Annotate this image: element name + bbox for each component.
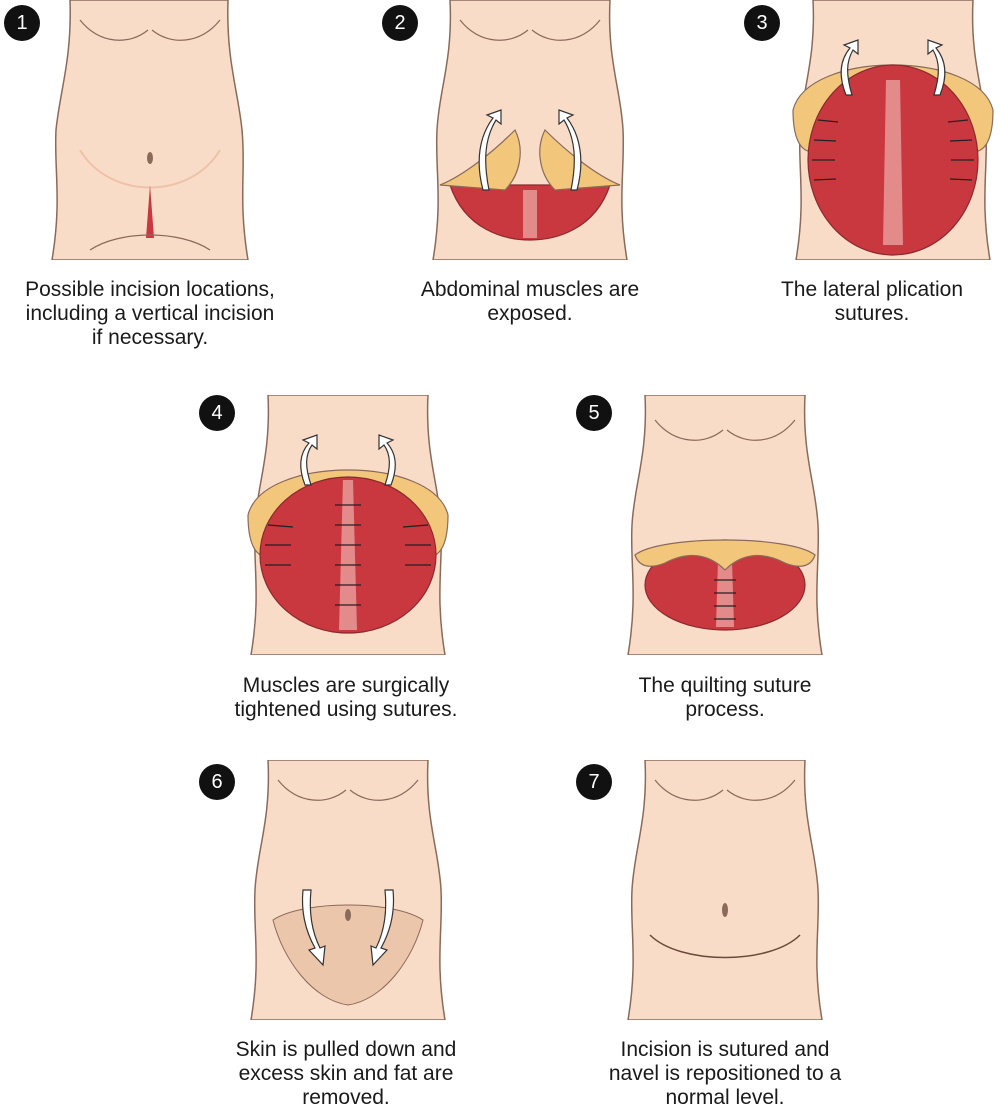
step-number-badge: 2 [382, 5, 418, 41]
caption-line: Possible incision locations, [25, 278, 275, 301]
step-number-badge: 6 [199, 764, 235, 800]
step-number-badge: 1 [4, 5, 40, 41]
linea-alba [339, 480, 357, 630]
torso-illustration [247, 395, 449, 655]
breast-line [654, 419, 796, 441]
caption-line: if necessary. [91, 326, 209, 349]
step-number-badge: 7 [576, 764, 612, 800]
caption-line: Skin is pulled down and [235, 1038, 457, 1061]
caption-line: Abdominal muscles are [420, 278, 640, 301]
caption-line: Muscles are surgically [242, 674, 450, 697]
torso-illustration [627, 760, 823, 1020]
torso-skin [51, 0, 249, 260]
step-caption: Incision is sutured and navel is reposit… [575, 1038, 875, 1110]
arrow-up-icon [378, 434, 396, 486]
arrow-down-icon [370, 889, 395, 967]
torso-illustration [250, 760, 446, 1020]
fat-flap [634, 539, 816, 571]
caption-line: normal level. [665, 1086, 785, 1109]
quilting-sutures [714, 579, 736, 620]
breast-line [79, 19, 221, 41]
arrow-up-icon [840, 39, 859, 96]
navel [722, 903, 728, 917]
caption-line: process. [685, 698, 765, 721]
caption-line: sutures. [834, 302, 910, 325]
caption-line: Incision is sutured and [620, 1038, 830, 1061]
breast-line [277, 779, 419, 801]
caption-line: including a vertical incision [25, 302, 275, 325]
skin-flap-right [539, 128, 621, 191]
torso-skin [627, 760, 823, 1020]
caption-line: The quilting suture [638, 674, 812, 697]
linea-alba [883, 80, 903, 245]
arrow-down-icon [301, 889, 326, 967]
arrow-up-icon [300, 434, 318, 486]
groin-line [89, 234, 211, 251]
skin-flap-left [439, 128, 521, 191]
breast-line [459, 19, 601, 41]
navel [345, 909, 351, 921]
caption-line: navel is repositioned to a [608, 1062, 842, 1085]
caption-line: The lateral plication [780, 278, 964, 301]
step-caption: The quilting suture process. [575, 674, 875, 722]
step-caption: Possible incision locations, including a… [0, 278, 300, 350]
breast-line [654, 779, 796, 801]
linea-alba [523, 190, 537, 238]
torso-illustration [432, 0, 628, 260]
step-caption: Abdominal muscles are exposed. [380, 278, 680, 326]
lateral-sutures [812, 119, 974, 181]
caption-line: removed. [302, 1086, 390, 1109]
step-number-badge: 5 [576, 395, 612, 431]
caption-line: exposed. [487, 302, 573, 325]
vertical-incision [146, 185, 154, 238]
torso-illustration [51, 0, 249, 260]
caption-line: excess skin and fat are [238, 1062, 454, 1085]
midline-sutures [335, 504, 361, 606]
step-caption: Skin is pulled down and excess skin and … [196, 1038, 496, 1110]
torso-illustration [627, 395, 823, 655]
sutured-incision [649, 934, 801, 959]
step-number-badge: 3 [744, 5, 780, 41]
caption-line: tightened using sutures. [234, 698, 458, 721]
torso-illustration [792, 0, 994, 260]
step-caption: Muscles are surgically tightened using s… [196, 674, 496, 722]
arrow-up-icon [478, 109, 502, 191]
arrow-up-icon [558, 109, 582, 191]
step-caption: The lateral plication sutures. [744, 278, 1000, 326]
arrow-up-icon [927, 39, 946, 96]
lateral-sutures [265, 524, 431, 566]
navel [147, 152, 153, 164]
step-number-badge: 4 [199, 395, 235, 431]
